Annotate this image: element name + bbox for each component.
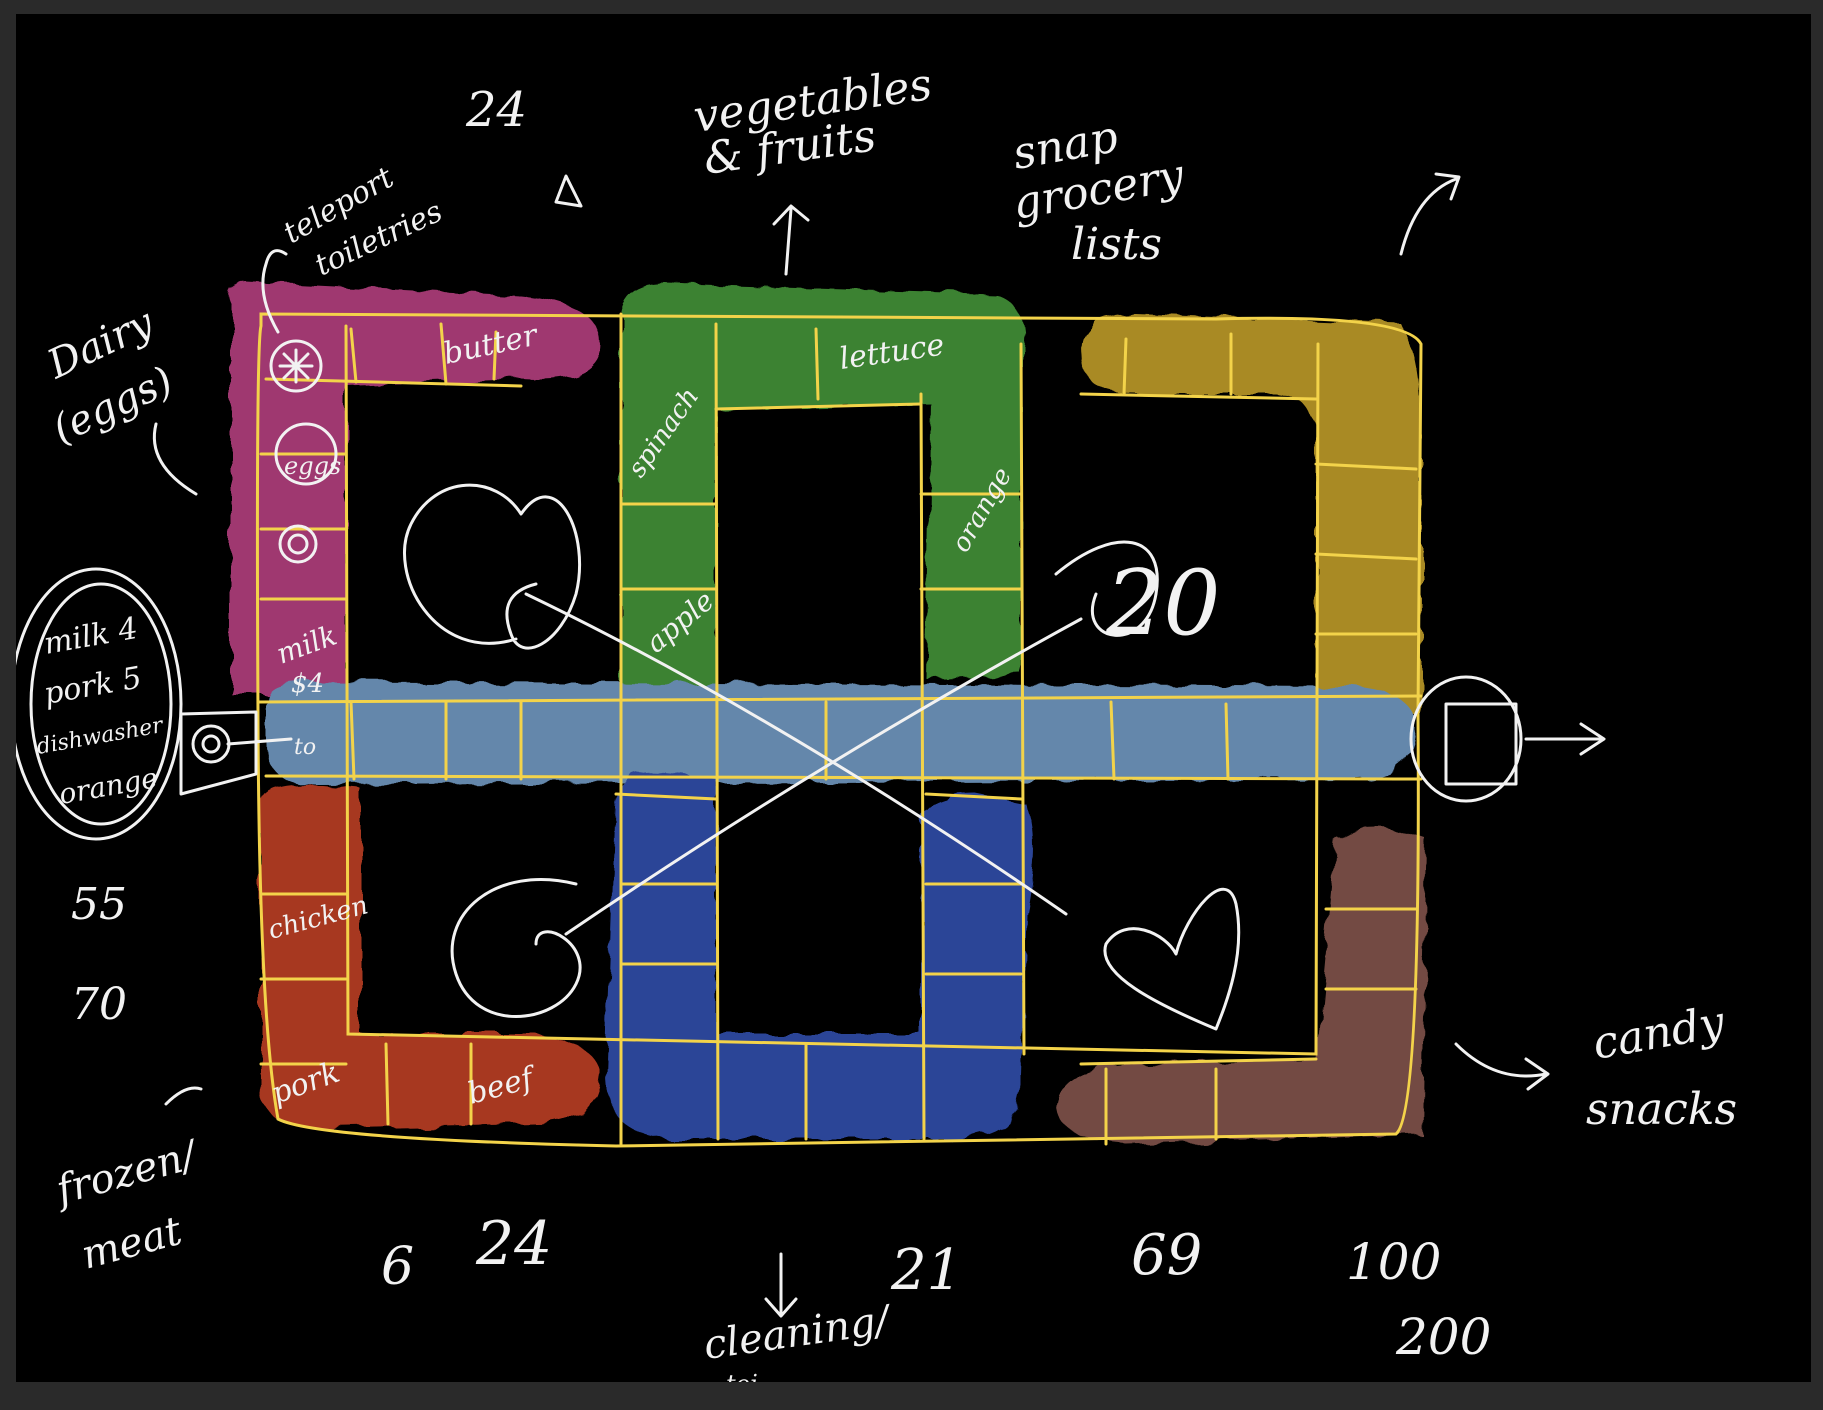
- heart-doodle-icon: [1103, 887, 1241, 1031]
- annotation-top-24: 24: [465, 82, 527, 138]
- arrow-icon: [764, 1252, 798, 1318]
- triangle-icon: [554, 174, 583, 208]
- spiral-icon: [278, 524, 318, 564]
- arrow-icon: [1524, 722, 1606, 756]
- annotation-cleaning: cleaning/: [701, 1297, 895, 1369]
- cell-milk-price: $4: [291, 669, 324, 699]
- dairy-zone: [228, 282, 601, 694]
- arrow-icon: [1399, 172, 1461, 256]
- aisle-grid: [255, 312, 1423, 1148]
- arrow-icon: [1454, 1042, 1550, 1091]
- annotation-55: 55: [71, 879, 127, 930]
- meat-zone: [261, 784, 601, 1129]
- cart-wheel-icon: [16, 567, 183, 841]
- annotation-meat: meat: [77, 1208, 188, 1279]
- produce-zone: [621, 284, 1022, 684]
- annotation-bottom-69: 69: [1131, 1223, 1202, 1288]
- cleaning-zone: [606, 773, 1034, 1139]
- annotation-lists: lists: [1071, 219, 1162, 270]
- color-zones: [228, 282, 1426, 1144]
- flag-icon: [1409, 675, 1523, 803]
- annotation-70: 70: [71, 979, 127, 1030]
- cell-eggs: eggs: [284, 452, 341, 480]
- heart-doodle-icon: [403, 483, 581, 650]
- note-dishwasher: dishwasher: [35, 713, 166, 760]
- spiral-icon: [1054, 540, 1159, 637]
- drawing-canvas[interactable]: 24 vegetables & fruits snap grocery list…: [16, 14, 1811, 1382]
- note-pork: pork 5: [41, 660, 144, 712]
- heart-doodle-icon: [450, 878, 582, 1018]
- annotation-bottom-100: 100: [1346, 1233, 1441, 1291]
- snacks-zone: [1080, 314, 1421, 714]
- arrow-icon: [772, 204, 810, 276]
- eggs-icon: [274, 422, 338, 486]
- note-orange: orange: [56, 761, 160, 811]
- ink-doodles: [16, 172, 1606, 1318]
- annotation-frozen: frozen/: [49, 1132, 204, 1215]
- annotation-candy: candy: [1589, 996, 1729, 1069]
- sketch-board: 24 vegetables & fruits snap grocery list…: [16, 59, 1737, 1382]
- note-milk: milk 4: [41, 611, 140, 662]
- annotation-bottom-200: 200: [1395, 1308, 1491, 1366]
- candy-zone: [1056, 828, 1426, 1144]
- aisle-zone: [266, 681, 1416, 784]
- annotation-20: 20: [1105, 551, 1221, 656]
- cell-aisle-to: to: [294, 735, 316, 760]
- annotation-bottom-24: 24: [475, 1209, 552, 1279]
- annotation-toi: toi: [726, 1370, 758, 1382]
- asterisk-icon: [269, 339, 323, 393]
- annotation-snacks: snacks: [1586, 1084, 1737, 1135]
- annotation-bottom-6: 6: [381, 1237, 414, 1297]
- annotation-bottom-21: 21: [890, 1238, 962, 1303]
